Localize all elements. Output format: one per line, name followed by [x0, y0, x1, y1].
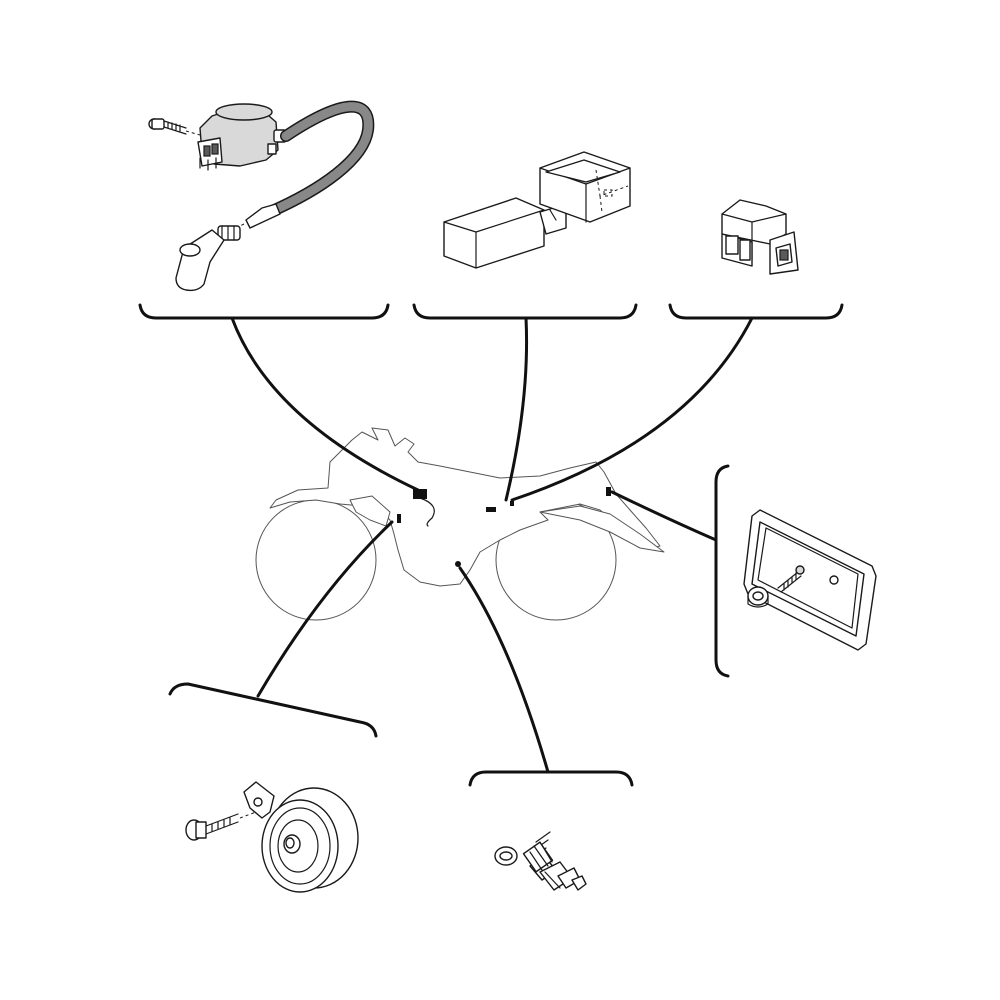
leader-cdi-unit: [504, 316, 529, 502]
leader-ignition-coil: [230, 316, 420, 492]
bracket-cdi-unit: [412, 303, 638, 320]
leader-neutral-switch: [458, 566, 550, 774]
bracket-ignition-coil: [138, 303, 390, 320]
neutral-switch-icon: [494, 831, 587, 891]
leader-rectifier-regulator: [610, 490, 718, 542]
relay-icon: [721, 199, 799, 275]
bracket-neutral-switch: [468, 770, 634, 787]
leader-horn: [256, 520, 394, 698]
bracket-rectifier-regulator: [714, 464, 730, 678]
motorcycle-silhouette: [255, 427, 665, 621]
leader-relay: [510, 316, 754, 502]
bracket-relay: [668, 303, 844, 320]
bracket-horn: [168, 682, 378, 738]
cdi-unit-with-rubber-cover-icon: [443, 151, 631, 269]
ignition-coil-with-spark-plug-cap-icon: [148, 100, 375, 292]
horn-icon: [185, 781, 359, 893]
callout-brackets: [138, 303, 844, 787]
leader-lines: [230, 316, 754, 774]
rectifier-regulator-icon: [743, 509, 877, 651]
